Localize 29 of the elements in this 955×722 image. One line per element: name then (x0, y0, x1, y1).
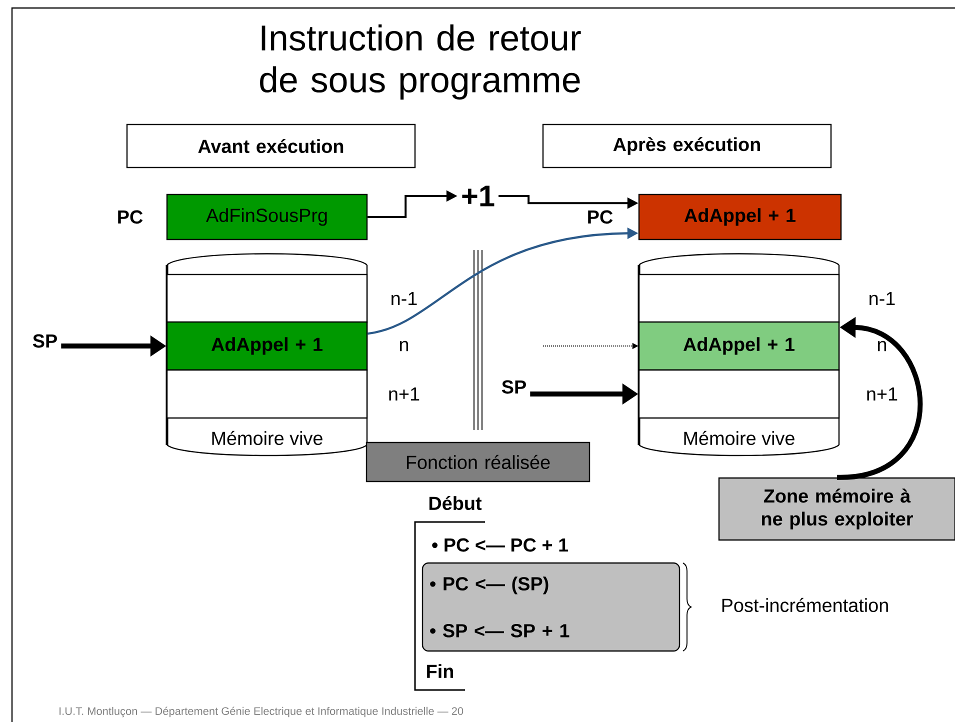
register-box: AdAppel + 1 (638, 194, 842, 240)
title: Instruction de retour de sous programme (260, 24, 581, 100)
memory-cell (638, 369, 840, 419)
address-label: n+1 (867, 388, 898, 400)
memory-cell: AdAppel + 1 (638, 321, 840, 371)
address-label: n (878, 340, 886, 352)
register-box: AdFinSousPrg (166, 194, 368, 240)
instruction-text: • PC <— PC + 1 (432, 538, 568, 552)
register-label: PC (118, 210, 143, 224)
heading-box: Après exécution (542, 124, 832, 168)
memory-cell (166, 369, 368, 419)
register-label: PC (588, 210, 613, 224)
function-box: Fonction réalisée (366, 442, 590, 482)
heading-text: Début (429, 496, 482, 510)
memory-cell (638, 274, 840, 324)
address-label: n-1 (870, 292, 895, 305)
footer-text: I.U.T. Montluçon — Département Génie Electrique et Informatique Industrielle — 20 (60, 706, 464, 718)
pointer-label: SP (32, 334, 57, 348)
address-label: n+1 (389, 388, 420, 400)
memory-cell: AdAppel + 1 (166, 321, 368, 371)
note-box: Zone mémoire à ne plus exploiter (718, 477, 955, 541)
brace-label: Post-incrémentation (722, 598, 888, 612)
address-label: n-1 (392, 292, 417, 305)
heading-box: Avant exécution (126, 124, 416, 168)
increment-label: +1 (462, 186, 494, 206)
address-label: n (400, 340, 408, 352)
instruction-box: • PC <— (SP) • SP <— SP + 1 (422, 562, 680, 652)
pointer-label: SP (502, 380, 526, 394)
memory-cell (166, 274, 368, 324)
